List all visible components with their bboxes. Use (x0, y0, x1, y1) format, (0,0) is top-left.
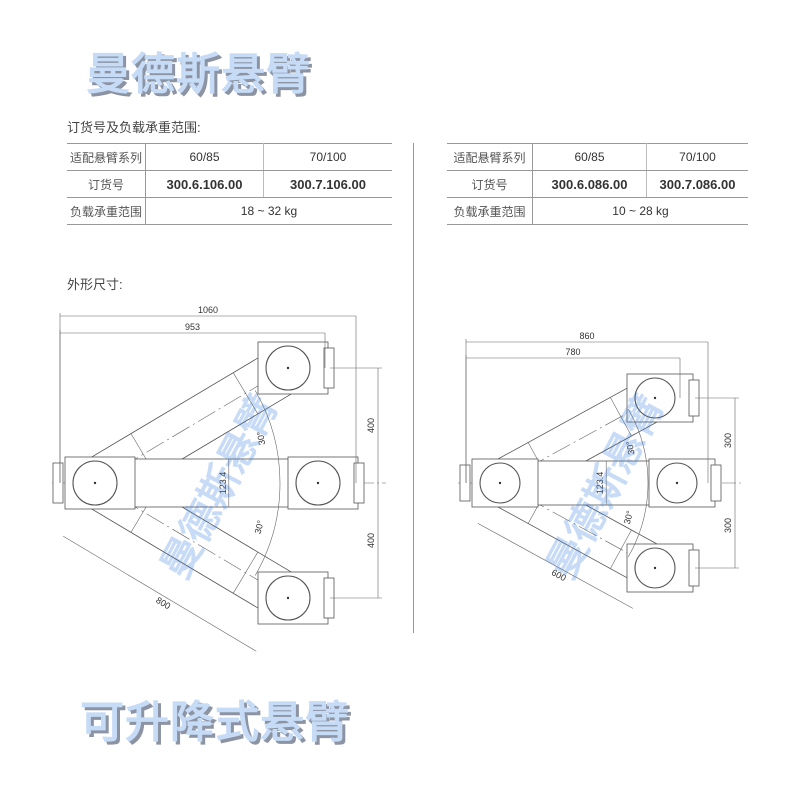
dim-width: 123.4 (595, 472, 605, 495)
dim-arm-length-line (63, 536, 257, 652)
dim-upper-offset: 300 (723, 433, 733, 448)
load-range-cell: 18 ~ 32 kg (145, 197, 392, 225)
dim-reach: 953 (185, 322, 200, 332)
angle-upper: 30° (624, 440, 636, 456)
dim-upper-offset: 400 (366, 418, 376, 433)
order-number-cell: 300.6.106.00 (145, 170, 264, 198)
order-number-cell: 300.7.106.00 (263, 170, 392, 198)
joint-center (316, 481, 320, 485)
series-cell: 60/85 (145, 143, 264, 171)
joint-center (498, 481, 502, 485)
load-range-cell: 10 ~ 28 kg (532, 197, 748, 225)
mount-plate (52, 462, 64, 504)
angle-upper: 30° (255, 430, 267, 446)
table-row: 适配悬臂系列 60/85 70/100 (447, 143, 748, 171)
dim-overall: 860 (579, 331, 594, 341)
table-row: 订货号 300.6.086.00 300.7.086.00 (447, 170, 748, 198)
angle-arc (627, 408, 649, 558)
order-section-heading: 订货号及负载承重范围: (67, 120, 201, 135)
table-row: 负载承重范围 10 ~ 28 kg (447, 197, 748, 225)
series-cell: 70/100 (263, 143, 392, 171)
mount-plate (710, 464, 722, 502)
row-label: 适配悬臂系列 (447, 143, 533, 171)
order-number-cell: 300.7.086.00 (646, 170, 748, 198)
column-divider (413, 143, 414, 633)
dim-arm-length-line (477, 523, 634, 609)
dimensions-section-heading: 外形尺寸: (67, 277, 123, 292)
joint-center (286, 596, 290, 600)
joint-center (286, 366, 290, 370)
joint-center (675, 481, 679, 485)
row-label: 负载承重范围 (67, 197, 146, 225)
series-cell: 60/85 (532, 143, 647, 171)
dim-reach: 780 (565, 347, 580, 357)
series-cell: 70/100 (646, 143, 748, 171)
row-label: 负载承重范围 (447, 197, 533, 225)
joint-center (653, 396, 657, 400)
dim-lower-offset: 400 (366, 533, 376, 548)
row-label: 适配悬臂系列 (67, 143, 146, 171)
angle-lower: 30° (622, 509, 635, 525)
title-bottom: 可升降式悬臂 (80, 697, 350, 748)
joint-center (653, 566, 657, 570)
spec-table-left: 适配悬臂系列 60/85 70/100 订货号 300.6.106.00 300… (67, 143, 392, 225)
mount-plate (459, 464, 471, 502)
dim-lower-offset: 300 (723, 518, 733, 533)
mount-plate (353, 462, 365, 504)
angle-arc (254, 390, 281, 576)
angle-lower: 30° (253, 519, 266, 535)
title-top: 曼德斯悬臂 (86, 49, 311, 100)
joint-center (93, 481, 97, 485)
table-row: 订货号 300.6.106.00 300.7.106.00 (67, 170, 392, 198)
row-label: 订货号 (447, 170, 533, 198)
dim-overall: 1060 (198, 305, 218, 315)
dim-width: 123.4 (218, 472, 228, 495)
table-row: 适配悬臂系列 60/85 70/100 (67, 143, 392, 171)
order-number-cell: 300.6.086.00 (532, 170, 647, 198)
table-row: 负载承重范围 18 ~ 32 kg (67, 197, 392, 225)
spec-table-right: 适配悬臂系列 60/85 70/100 订货号 300.6.086.00 300… (447, 143, 748, 225)
row-label: 订货号 (67, 170, 146, 198)
